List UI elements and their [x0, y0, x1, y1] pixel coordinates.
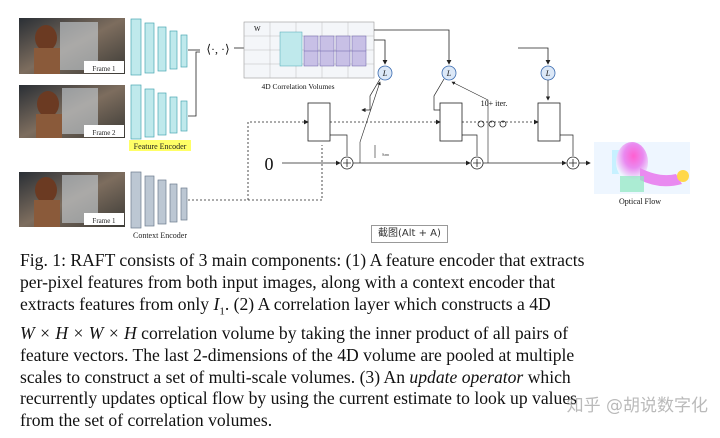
lookup-3-label: L — [545, 69, 551, 78]
caption-line-3: extracts features from only I1. (2) A co… — [20, 294, 710, 323]
feature-2-connector — [188, 51, 200, 117]
feature-encoder — [130, 18, 188, 140]
update-block-2 — [439, 102, 463, 142]
screenshot-tooltip: 截图(Alt + A) — [371, 225, 448, 243]
frame-1-image: Frame 1 — [19, 18, 125, 74]
figure-caption: Fig. 1: RAFT consists of 3 main componen… — [20, 250, 710, 432]
optical-flow-label: Optical Flow — [619, 197, 661, 206]
zhihu-watermark: 知乎 @胡说数字化 — [566, 396, 708, 416]
lookup-2-label: L — [446, 69, 452, 78]
iteration-ellipsis — [477, 120, 507, 128]
feature-encoder-label: Feature Encoder — [134, 142, 187, 151]
lookup-1-label: L — [382, 69, 388, 78]
correlation-volumes: W — [243, 21, 375, 79]
lookup-node-1: L — [377, 65, 393, 81]
volume-to-lookup-1 — [374, 39, 388, 65]
lookup-node-2: L — [441, 65, 457, 81]
context-hidden-connector — [188, 119, 309, 201]
flow-feedback-2 — [451, 81, 489, 163]
caption-line-5: feature vectors. The last 2-dimensions o… — [20, 344, 575, 365]
caption-line-6: scales to construct a set of multi-scale… — [20, 367, 710, 389]
optical-flow-image — [594, 142, 690, 194]
correlation-w-label: W — [254, 25, 261, 33]
frame-2-image: Frame 2 — [19, 85, 125, 138]
iteration-label: 10+ iter. — [481, 99, 508, 108]
initial-flow-zero: 0 — [265, 154, 274, 174]
caption-line-6b: which — [523, 366, 571, 387]
update-to-add-1 — [330, 134, 348, 156]
caption-update-operator: update operator — [409, 366, 524, 387]
caption-line-6a: scales to construct a set of multi-scale… — [20, 366, 410, 387]
caption-math-i: I — [213, 293, 220, 314]
caption-math-whwh: W × H × W × H — [20, 322, 137, 343]
caption-math-sub: 1 — [219, 305, 225, 318]
raft-architecture-diagram: Frame 1 Frame 2 Frame 1 Feature Encoder — [19, 18, 690, 240]
volume-to-lookup-2 — [374, 29, 452, 65]
caption-line-1: Fig. 1: RAFT consists of 3 main componen… — [20, 250, 585, 270]
context-encoder-label: Context Encoder — [133, 231, 187, 240]
correlation-volumes-label: 4D Correlation Volumes — [261, 82, 334, 91]
frame-2-label: Frame 2 — [92, 129, 116, 137]
caption-line-4: W × H × W × H correlation volume by taki… — [20, 323, 710, 345]
flow-feedback-1 — [359, 81, 381, 163]
caption-line-3b: . (2) A correlation layer which construc… — [224, 293, 551, 314]
caption-line-7: recurrently updates optical flow by usin… — [20, 388, 577, 409]
context-feature-connector — [248, 145, 323, 201]
update-block-3 — [537, 102, 561, 142]
frame-1-label: Frame 1 — [92, 65, 116, 73]
update-to-add-3 — [560, 134, 574, 156]
update-block-1 — [307, 102, 331, 142]
feature-encoder-highlight — [129, 140, 191, 151]
caption-line-8: from the set of correlation volumes. — [20, 410, 273, 431]
caption-line-4b: correlation volume by taking the inner p… — [136, 322, 569, 343]
small-tag: Sam — [382, 152, 390, 157]
frame-context-image: Frame 1 — [19, 172, 125, 227]
volume-to-lookup-3 — [518, 47, 551, 65]
context-encoder — [130, 171, 188, 229]
update-to-add-2 — [462, 134, 478, 156]
lookup-to-update-1 — [361, 78, 381, 113]
caption-line-3a: extracts features from only — [20, 293, 214, 314]
caption-line-2: per-pixel features from both input image… — [20, 271, 556, 292]
inner-product-symbol: ⟨·, ·⟩ — [206, 42, 229, 56]
frame-context-label: Frame 1 — [92, 217, 116, 225]
lookup-node-3: L — [540, 65, 556, 81]
